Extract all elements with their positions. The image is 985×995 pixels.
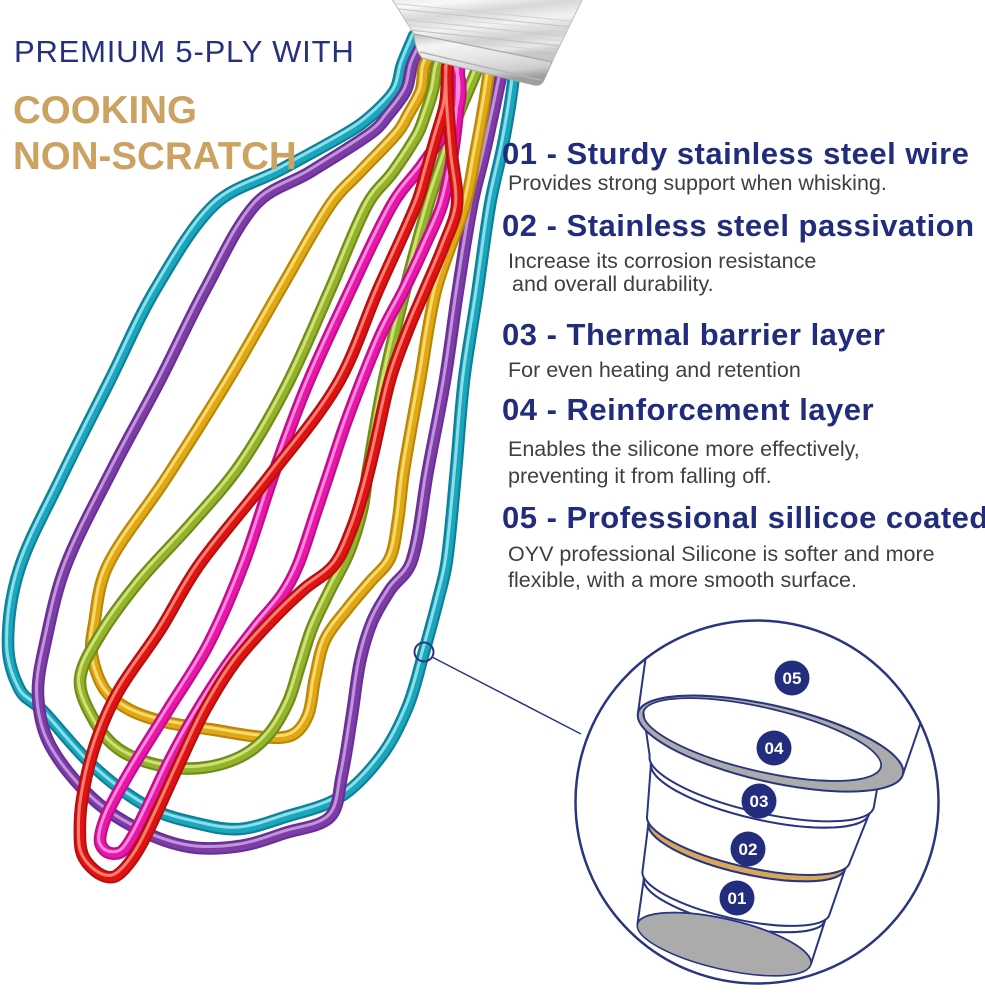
svg-text:01: 01: [728, 889, 747, 908]
svg-text:PREMIUM 5-PLY WITH: PREMIUM 5-PLY WITH: [14, 34, 355, 69]
svg-text:03 - Thermal barrier layer: 03 - Thermal barrier layer: [502, 317, 885, 352]
svg-text:Increase its corrosion resista: Increase its corrosion resistance: [508, 249, 816, 273]
svg-text:COOKING: COOKING: [13, 89, 197, 132]
svg-text:preventing it from falling off: preventing it from falling off.: [508, 464, 772, 488]
svg-text:NON-SCRATCH: NON-SCRATCH: [13, 135, 297, 178]
svg-text:04: 04: [765, 739, 784, 758]
svg-text:04 - Reinforcement layer: 04 - Reinforcement layer: [502, 392, 874, 427]
svg-text:Provides strong support when w: Provides strong support when whisking.: [508, 171, 887, 195]
svg-text:and overall durability.: and overall durability.: [512, 272, 714, 296]
svg-text:OYV professional Silicone is s: OYV professional Silicone is softer and …: [508, 542, 935, 566]
svg-text:02: 02: [739, 840, 758, 859]
svg-text:03: 03: [750, 792, 769, 811]
svg-text:For even heating and retention: For even heating and retention: [508, 358, 801, 382]
svg-text:05 - Professional sillicoe coa: 05 - Professional sillicoe coated: [502, 500, 985, 535]
svg-text:01 - Sturdy stainless steel wi: 01 - Sturdy stainless steel wire: [502, 136, 969, 171]
svg-text:05: 05: [783, 669, 802, 688]
svg-text:flexible, with a more smooth s: flexible, with a more smooth surface.: [508, 568, 857, 592]
svg-text:02 - Stainless steel passivati: 02 - Stainless steel passivation: [502, 208, 975, 243]
svg-text:Enables the silicone more effe: Enables the silicone more effectively,: [508, 437, 860, 461]
